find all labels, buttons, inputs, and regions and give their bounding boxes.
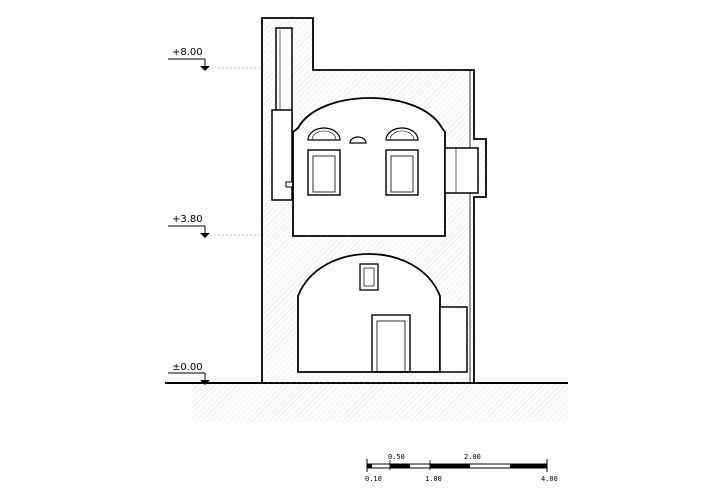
- scale-label-010: 0.10: [365, 475, 382, 483]
- upper-door-right-inner: [390, 155, 414, 193]
- fanlight-left-inner: [311, 130, 337, 141]
- level-marker-3-80: +3.80: [168, 214, 262, 238]
- upper-side-niche: [444, 147, 479, 194]
- scale-bar: 0.50 2.00 0.10 1.00 4.00: [365, 453, 558, 483]
- upper-door-left: [307, 149, 341, 196]
- scale-label-200: 2.00: [464, 453, 481, 461]
- building-section: [261, 17, 487, 384]
- scale-label-100: 1.00: [425, 475, 442, 483]
- chimney-step: [271, 109, 293, 201]
- ground-hatch: [192, 384, 568, 422]
- level-0-label: ±0.00: [172, 362, 203, 373]
- outer-wall-outline: [261, 17, 487, 384]
- scale-label-400: 4.00: [541, 475, 558, 483]
- scale-seg-4: [510, 464, 547, 468]
- level-8-label: +8.00: [172, 47, 203, 58]
- lower-side-niche: [439, 306, 468, 373]
- upper-vaulted-room: [292, 97, 446, 237]
- lower-vaulted-room: [297, 253, 441, 373]
- level-380-arrow-icon: [200, 233, 210, 238]
- scale-seg-1: [367, 464, 372, 468]
- ground: [165, 382, 568, 422]
- lower-window: [359, 263, 379, 291]
- level-0-arrow-icon: [200, 380, 210, 385]
- level-380-label: +3.80: [172, 214, 203, 225]
- lower-window-inner: [363, 267, 375, 287]
- upper-door-right: [385, 149, 419, 196]
- level-marker-8: +8.00: [168, 47, 262, 71]
- fanlight-left: [307, 127, 341, 141]
- upper-door-left-inner: [312, 155, 336, 193]
- scale-seg-2: [390, 464, 410, 468]
- lower-door-inner: [376, 320, 406, 373]
- fanlight-small: [349, 136, 367, 144]
- level-8-arrow-icon: [200, 66, 210, 71]
- fanlight-right: [385, 127, 419, 141]
- scale-label-050: 0.50: [388, 453, 405, 461]
- fanlight-right-inner: [389, 130, 415, 141]
- level-marker-0: ±0.00: [168, 362, 210, 385]
- scale-seg-3: [430, 464, 470, 468]
